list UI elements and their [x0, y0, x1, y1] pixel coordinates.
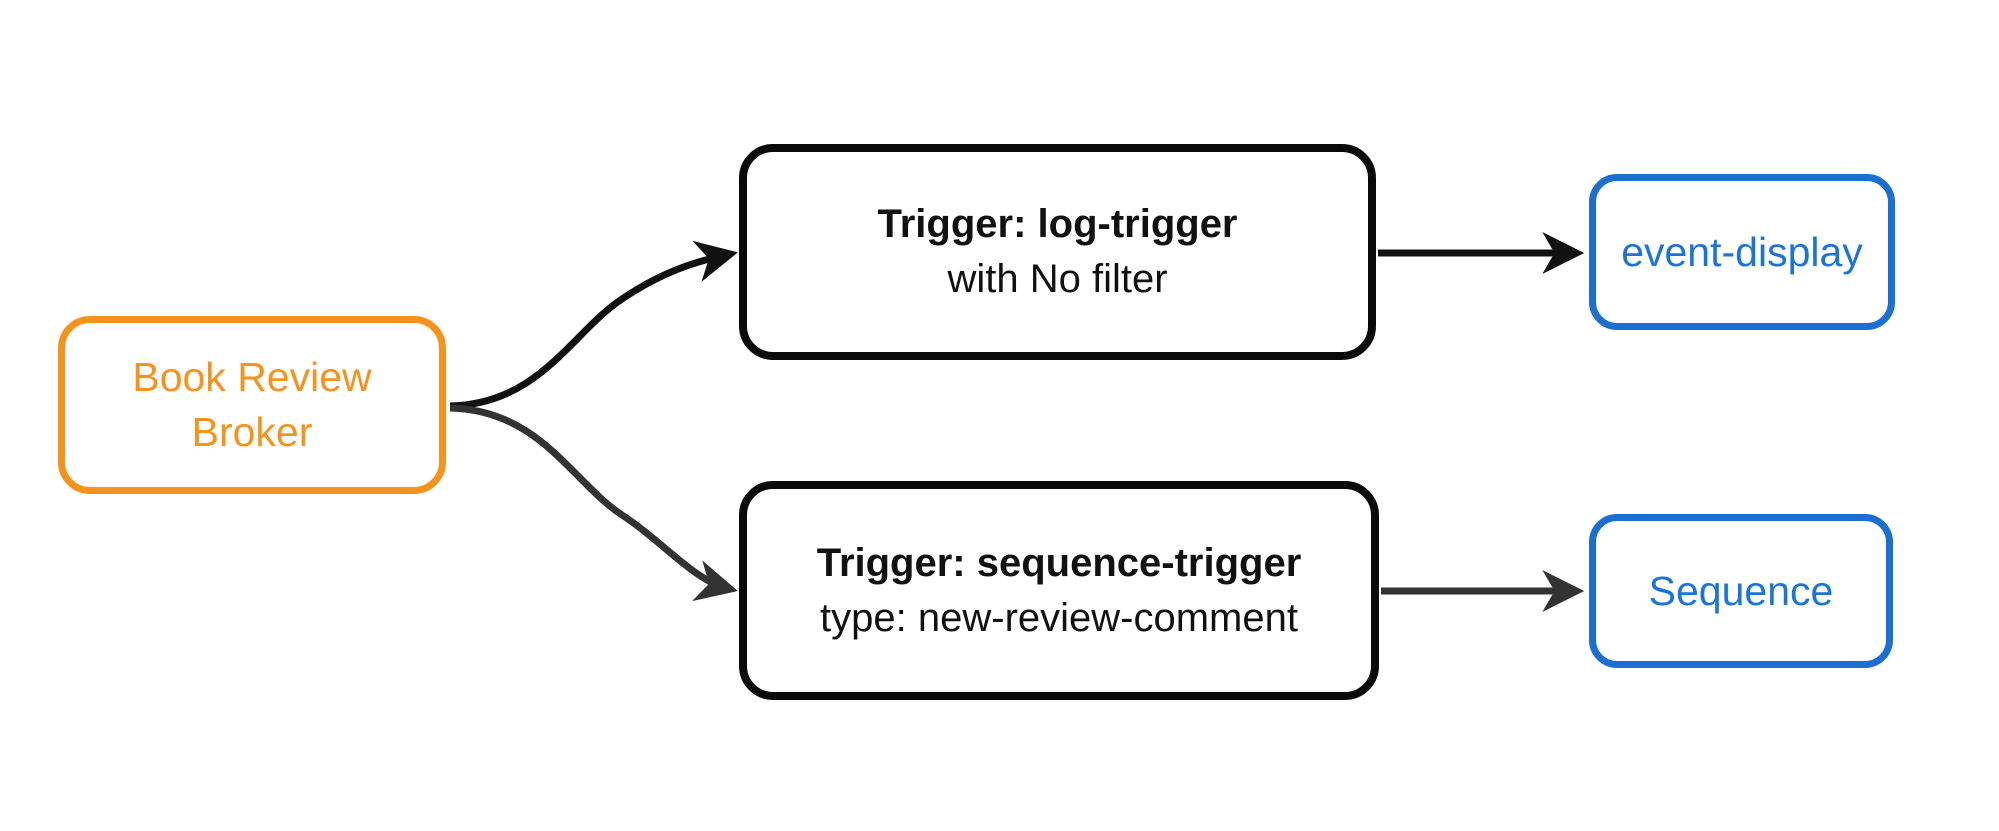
- node-log-trigger: Trigger: log-trigger with No filter: [739, 144, 1376, 360]
- edge-broker-to-sequence-trigger: [449, 404, 738, 602]
- broker-label-line2: Broker: [191, 409, 313, 455]
- log-trigger-subtitle: with No filter: [947, 257, 1168, 301]
- node-sequence-trigger: Trigger: sequence-trigger type: new-revi…: [739, 481, 1379, 700]
- log-trigger-title: Trigger: log-trigger: [877, 202, 1238, 246]
- sequence-label: Sequence: [1648, 568, 1834, 614]
- node-event-display: event-display: [1589, 174, 1895, 330]
- sequence-trigger-title: Trigger: sequence-trigger: [816, 540, 1302, 585]
- node-sequence: Sequence: [1589, 514, 1893, 668]
- node-book-review-broker: Book Review Broker: [58, 316, 446, 494]
- broker-label-line1: Book Review: [132, 354, 372, 400]
- edge-broker-to-log-trigger: [449, 240, 738, 410]
- sequence-trigger-subtitle: type: new-review-comment: [820, 595, 1298, 640]
- event-display-label: event-display: [1621, 229, 1863, 275]
